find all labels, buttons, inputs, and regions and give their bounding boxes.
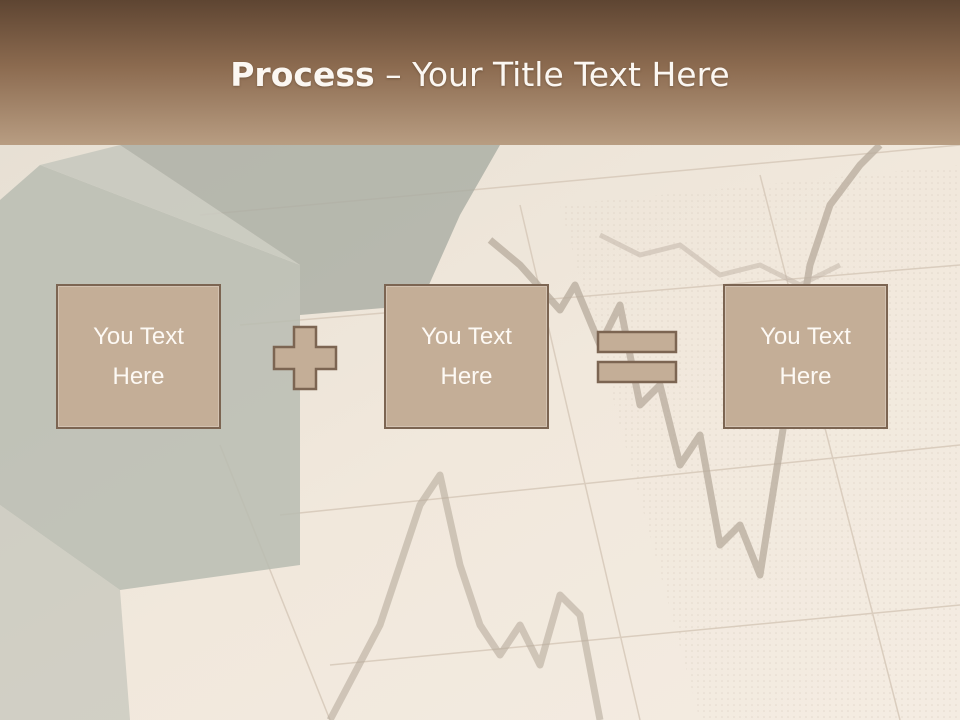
process-box-2-text: You Text Here [421, 322, 512, 390]
plus-icon [272, 325, 338, 391]
background-photo [0, 145, 960, 720]
process-box-3[interactable]: You Text Here [723, 284, 888, 429]
process-box-1-text: You Text Here [93, 322, 184, 390]
title-bold-text: Process [230, 55, 375, 94]
process-box-1[interactable]: You Text Here [56, 284, 221, 429]
equals-icon [596, 330, 678, 384]
process-box-2[interactable]: You Text Here [384, 284, 549, 429]
title-header: Process – Your Title Text Here [0, 0, 960, 145]
process-box-3-text: You Text Here [760, 322, 851, 390]
title-rest-text: – Your Title Text Here [374, 55, 730, 94]
page-title: Process – Your Title Text Here [0, 54, 960, 96]
